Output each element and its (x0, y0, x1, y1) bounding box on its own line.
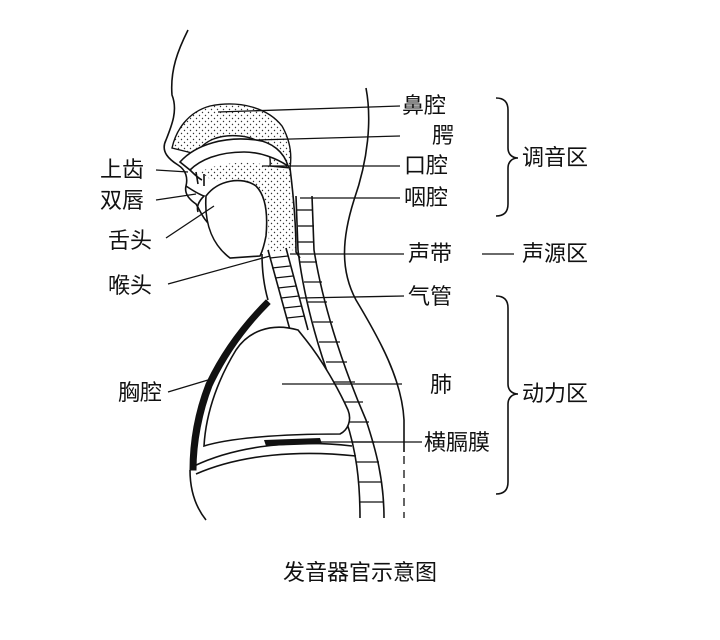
lips-shape (185, 185, 206, 213)
upper-teeth-shape (189, 169, 205, 186)
label-palate: 腭 (432, 124, 454, 149)
labels: 鼻腔 腭 口腔 咽腔 上齿 双唇 舌头 喉头 声带 气管 胸腔 肺 横膈膜 调音… (100, 94, 588, 456)
label-upper-teeth: 上齿 (100, 158, 144, 183)
label-trachea: 气管 (408, 285, 452, 310)
region-articulation: 调音区 (522, 146, 588, 171)
trachea-rings (269, 255, 306, 319)
label-pharynx: 咽腔 (404, 186, 448, 211)
chest-front-outer (189, 469, 207, 521)
throat-front (261, 253, 269, 301)
region-power: 动力区 (522, 382, 588, 407)
bracket-articulation (495, 97, 519, 217)
chest-wall (189, 299, 271, 471)
oral-pharynx-cavity (200, 162, 296, 252)
diaphragm-inner (195, 452, 357, 475)
label-nasal-cavity: 鼻腔 (402, 94, 446, 119)
lung-shape (203, 326, 351, 448)
nasal-cavity-shape (171, 103, 292, 169)
figure-caption: 发音器官示意图 (283, 561, 437, 586)
label-oral-cavity: 口腔 (404, 154, 448, 179)
bracket-power (495, 295, 519, 495)
diaphragm-band (264, 438, 322, 446)
label-vocal-cords: 声带 (408, 242, 452, 267)
brackets (495, 97, 519, 495)
pharynx-wall (289, 167, 301, 259)
tongue-shape (204, 179, 268, 259)
label-diaphragm: 横膈膜 (424, 431, 490, 456)
label-larynx: 喉头 (108, 274, 152, 299)
trachea-left (267, 249, 291, 331)
label-tongue: 舌头 (108, 229, 152, 254)
region-voice-source: 声源区 (522, 242, 588, 267)
label-chest-cavity: 胸腔 (118, 381, 162, 406)
leader-lines (155, 105, 514, 443)
face-profile (163, 29, 215, 229)
spine-back (311, 195, 385, 519)
back-of-neck (343, 87, 405, 452)
label-lips: 双唇 (100, 189, 144, 214)
label-lung: 肺 (430, 373, 452, 398)
